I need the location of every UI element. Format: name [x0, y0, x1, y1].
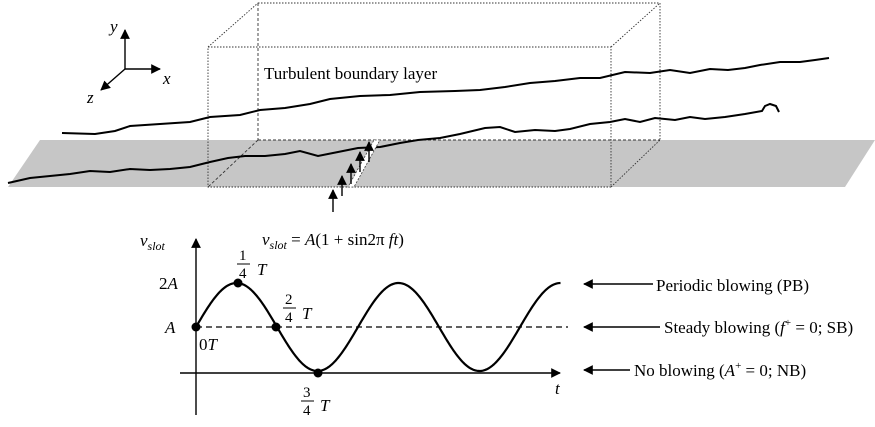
legend-periodic-blowing: Periodic blowing (PB) [656, 276, 809, 295]
svg-text:2: 2 [285, 292, 293, 308]
svg-text:T: T [302, 304, 313, 323]
point-2-4T [271, 322, 281, 332]
legend-arrows [583, 279, 660, 375]
tick-2A: 2A [159, 274, 179, 293]
label-3-4T: 3 4 T [301, 385, 331, 419]
label-0T: 0T [199, 335, 219, 354]
axis-x-label: x [162, 69, 171, 88]
tick-A: A [164, 318, 176, 337]
legend-steady-blowing: Steady blowing (f+ = 0; SB) [664, 317, 853, 337]
periodic-blowing-curve [195, 281, 561, 373]
svg-text:T: T [320, 396, 331, 415]
boundary-layer-label: Turbulent boundary layer [264, 64, 437, 83]
point-1-4T [233, 278, 243, 288]
turbulent-line-lower [7, 102, 780, 184]
axis-z-label: z [86, 88, 94, 107]
svg-text:1: 1 [239, 248, 247, 264]
plot-xlabel: t [555, 379, 561, 398]
svg-text:3: 3 [303, 385, 311, 401]
svg-text:4: 4 [303, 403, 311, 419]
label-2-4T: 2 4 T [283, 292, 313, 326]
svg-text:4: 4 [285, 310, 293, 326]
wall-plane [8, 140, 875, 187]
label-1-4T: 1 4 T [237, 248, 268, 282]
plot-ylabel: vslot [140, 231, 166, 253]
point-0T [191, 322, 201, 332]
blowing-arrows [328, 141, 374, 212]
slot-velocity-formula: vslot = A(1 + sin2π ft) [262, 230, 404, 252]
point-3-4T [313, 368, 323, 378]
legend-no-blowing: No blowing (A+ = 0; NB) [634, 360, 806, 380]
svg-text:T: T [257, 260, 268, 279]
blowing-slot [347, 139, 381, 188]
turbulent-line-upper [61, 57, 830, 136]
coordinate-axes [100, 29, 161, 91]
box-edges [207, 2, 661, 188]
box-hidden-edges [207, 3, 660, 188]
svg-text:4: 4 [239, 266, 247, 282]
axis-y-label: y [108, 17, 118, 36]
